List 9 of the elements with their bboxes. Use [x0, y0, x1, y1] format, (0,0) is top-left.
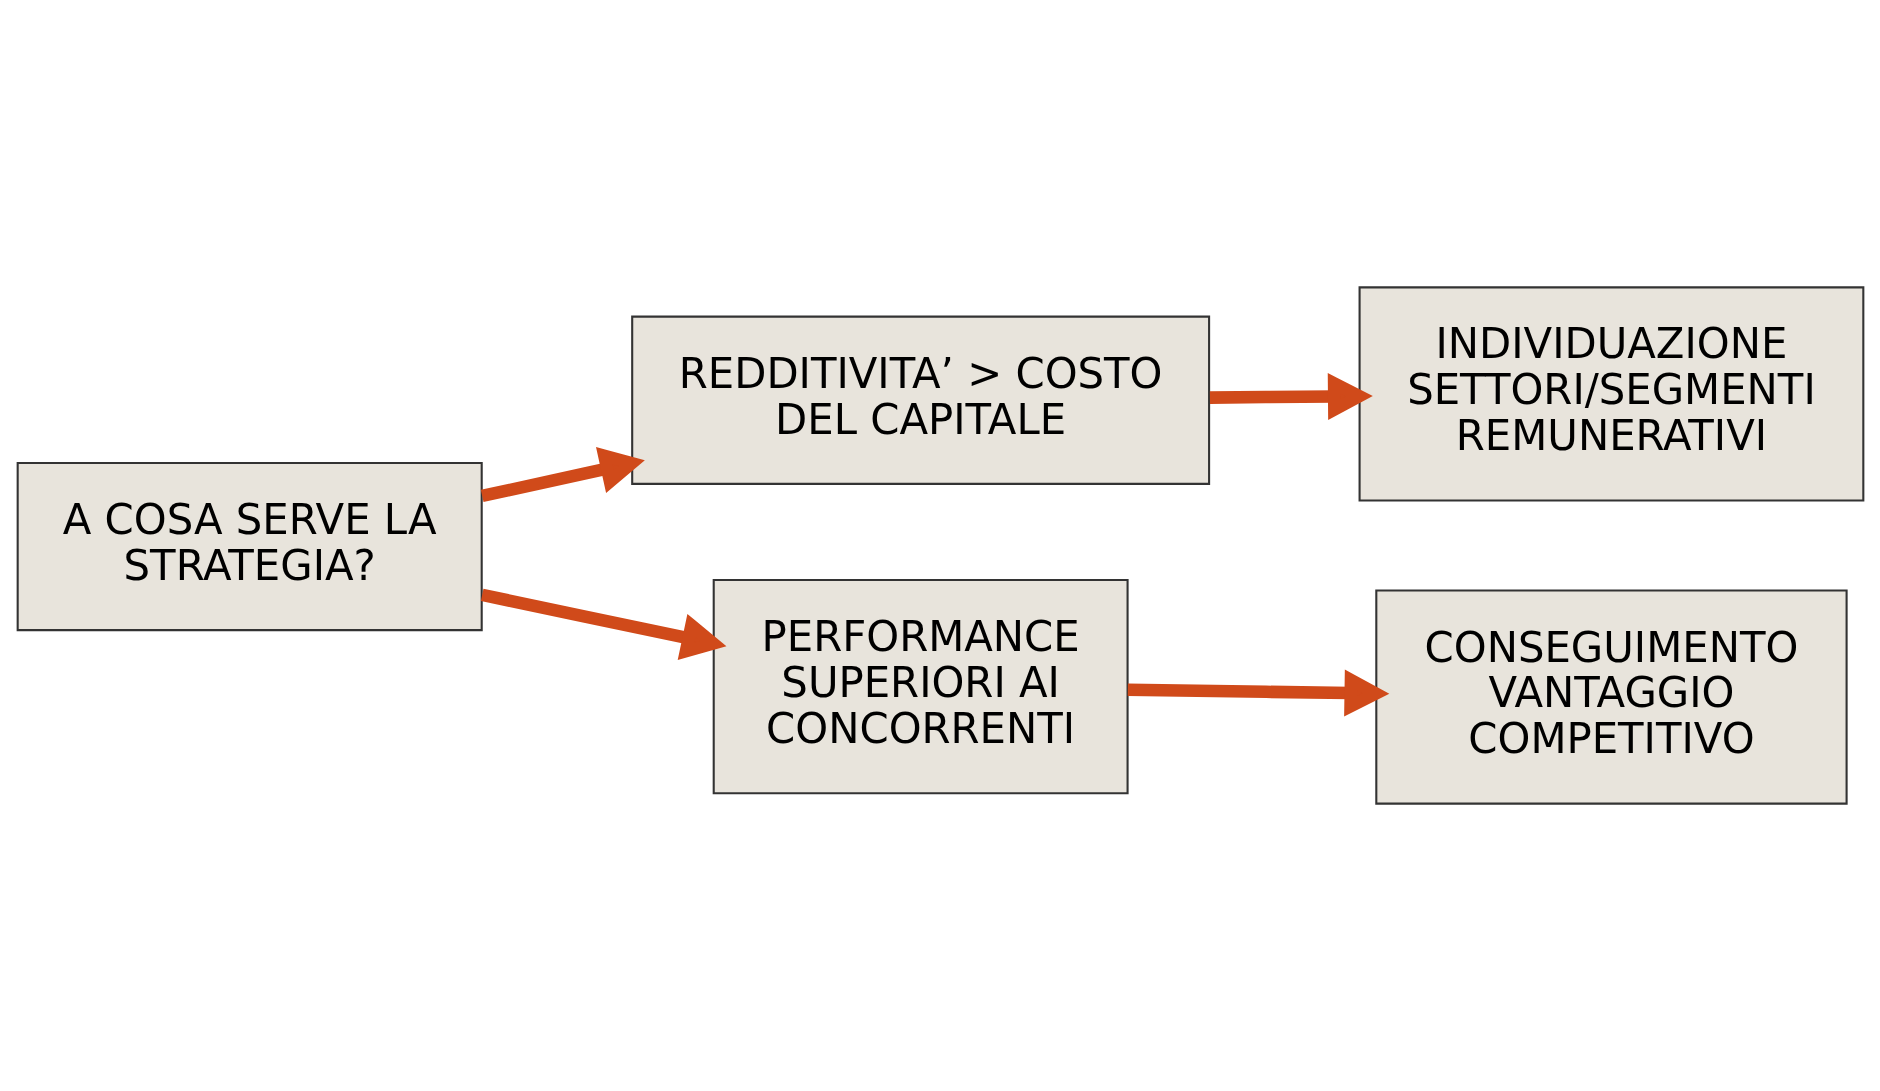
node-box: A COSA SERVE LA STRATEGIA? — [16, 461, 483, 632]
node-box: PERFORMANCE SUPERIORI AI CONCORRENTI — [712, 578, 1129, 795]
arrow — [1209, 373, 1373, 421]
node-box: INDIVIDUAZIONE SETTORI/SEGMENTI REMUNERATIVI — [1358, 286, 1864, 502]
node-box: CONSEGUIMENTO VANTAGGIO COMPETITIVO — [1374, 589, 1848, 805]
node-box: REDDITIVITA’ > COSTO DEL CAPITALE — [630, 315, 1210, 485]
arrow — [480, 588, 726, 661]
arrow — [1127, 669, 1389, 717]
arrow — [480, 446, 645, 503]
